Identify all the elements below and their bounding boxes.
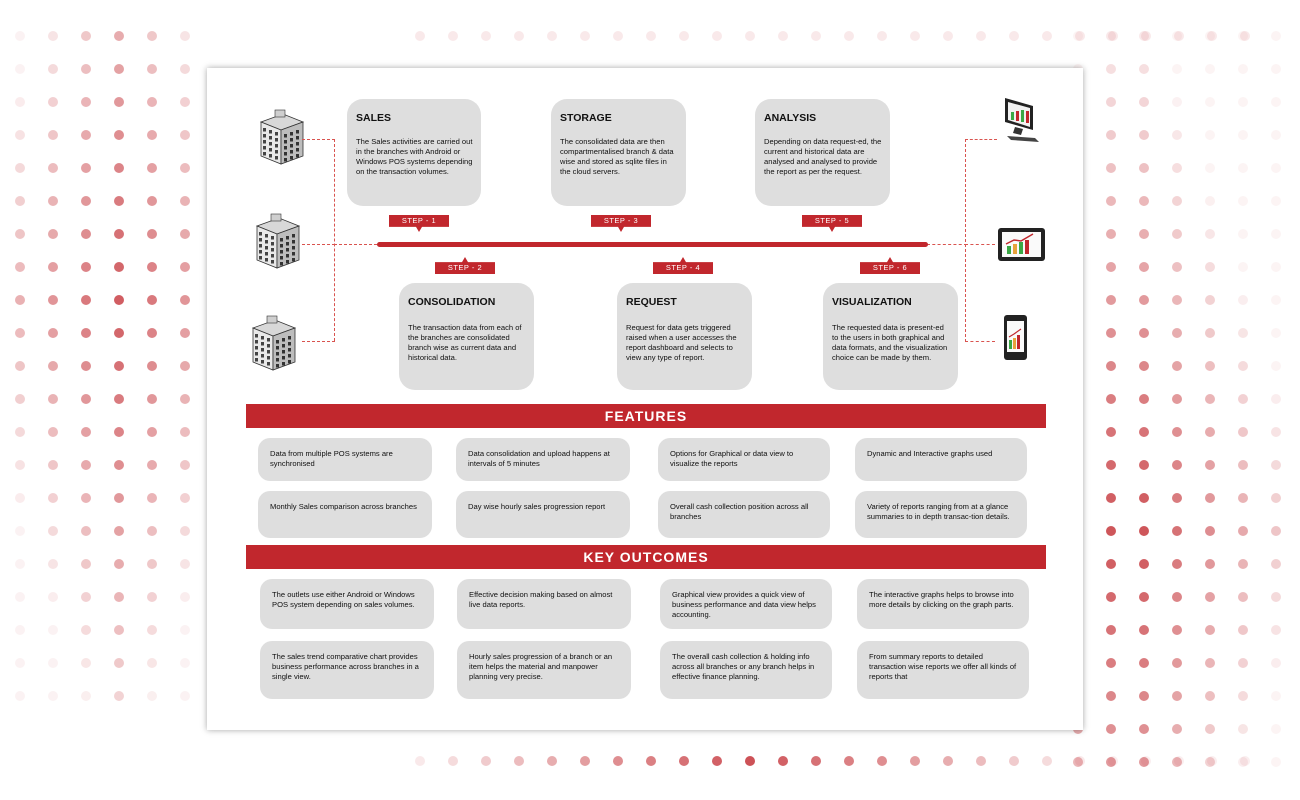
feature-text: Data consolidation and upload happens at… <box>468 449 610 468</box>
step-title: VISUALIZATION <box>832 296 912 308</box>
step-description: Depending on data request-ed, the curren… <box>764 137 882 176</box>
connector-line <box>302 244 335 245</box>
outcome-card: The sales trend comparative chart provid… <box>260 641 434 699</box>
building-icon <box>255 213 301 269</box>
connector-line <box>302 139 335 140</box>
step-title: CONSOLIDATION <box>408 296 496 308</box>
feature-text: Variety of reports ranging from at a gla… <box>867 502 1010 521</box>
outcome-card: From summary reports to detailed transac… <box>857 641 1029 699</box>
connector-line <box>965 244 995 245</box>
step-label: STEP - 3 <box>591 215 651 232</box>
feature-text: Monthly Sales comparison across branches <box>270 502 417 511</box>
feature-text: Day wise hourly sales progression report <box>468 502 606 511</box>
connector-line <box>965 341 995 342</box>
step-box-consolidation: CONSOLIDATION The transaction data from … <box>399 283 534 390</box>
feature-card: Dynamic and Interactive graphs used <box>855 438 1027 481</box>
outcome-card: Hourly sales progression of a branch or … <box>457 641 631 699</box>
feature-text: Options for Graphical or data view to vi… <box>670 449 794 468</box>
step-label: STEP - 6 <box>860 257 920 274</box>
feature-card: Variety of reports ranging from at a gla… <box>855 491 1027 538</box>
outcome-text: The outlets use either Android or Window… <box>272 590 415 609</box>
step-box-visualization: VISUALIZATION The requested data is pres… <box>823 283 958 390</box>
outcome-card: Effective decision making based on almos… <box>457 579 631 629</box>
features-banner: FEATURES <box>246 404 1046 428</box>
connector-line <box>965 139 997 140</box>
step-box-analysis: ANALYSIS Depending on data request-ed, t… <box>755 99 890 206</box>
connector-line <box>334 244 377 245</box>
feature-text: Data from multiple POS systems are synch… <box>270 449 393 468</box>
feature-card: Data consolidation and upload happens at… <box>456 438 630 481</box>
desktop-monitor-icon <box>1005 98 1039 142</box>
connector-line <box>334 139 335 341</box>
connector-line <box>927 244 967 245</box>
outcome-text: The overall cash collection & holding in… <box>672 652 815 681</box>
feature-card: Monthly Sales comparison across branches <box>258 491 432 538</box>
step-description: The transaction data from each of the br… <box>408 323 522 362</box>
step-label: STEP - 4 <box>653 257 713 274</box>
step-title: STORAGE <box>560 112 612 124</box>
outcome-text: From summary reports to detailed transac… <box>869 652 1017 681</box>
step-title: SALES <box>356 112 392 124</box>
step-description: The consolidated data are then compartme… <box>560 137 674 176</box>
step-label: STEP - 5 <box>802 215 862 232</box>
step-description: Request for data gets triggered raised w… <box>626 323 737 362</box>
building-icon <box>251 315 297 371</box>
feature-card: Options for Graphical or data view to vi… <box>658 438 830 481</box>
feature-text: Overall cash collection position across … <box>670 502 809 521</box>
key-outcomes-banner: KEY OUTCOMES <box>246 545 1046 569</box>
step-description: The Sales activities are carried out in … <box>356 137 473 176</box>
step-label: STEP - 2 <box>435 257 495 274</box>
outcome-text: The interactive graphs helps to browse i… <box>869 590 1014 609</box>
step-box-sales: SALES The Sales activities are carried o… <box>347 99 481 206</box>
feature-card: Day wise hourly sales progression report <box>456 491 630 538</box>
outcome-card: Graphical view provides a quick view of … <box>660 579 832 629</box>
tablet-icon <box>998 228 1045 261</box>
step-title: REQUEST <box>626 296 677 308</box>
outcome-text: Hourly sales progression of a branch or … <box>469 652 613 681</box>
outcome-card: The interactive graphs helps to browse i… <box>857 579 1029 629</box>
step-title: ANALYSIS <box>764 112 817 124</box>
outcome-text: Graphical view provides a quick view of … <box>672 590 816 619</box>
step-label: STEP - 1 <box>389 215 449 232</box>
building-icon <box>259 109 305 165</box>
smartphone-icon <box>1004 315 1027 360</box>
feature-text: Dynamic and Interactive graphs used <box>867 449 993 458</box>
step-box-request: REQUEST Request for data gets triggered … <box>617 283 752 390</box>
step-box-storage: STORAGE The consolidated data are then c… <box>551 99 686 206</box>
connector-line <box>965 139 966 342</box>
connector-line <box>302 341 335 342</box>
outcome-card: The outlets use either Android or Window… <box>260 579 434 629</box>
feature-card: Overall cash collection position across … <box>658 491 830 538</box>
feature-card: Data from multiple POS systems are synch… <box>258 438 432 481</box>
outcome-text: Effective decision making based on almos… <box>469 590 613 609</box>
outcome-card: The overall cash collection & holding in… <box>660 641 832 699</box>
outcome-text: The sales trend comparative chart provid… <box>272 652 419 681</box>
step-description: The requested data is present-ed to the … <box>832 323 948 362</box>
process-timeline <box>377 242 928 247</box>
infographic-sheet: SALES The Sales activities are carried o… <box>207 68 1083 730</box>
